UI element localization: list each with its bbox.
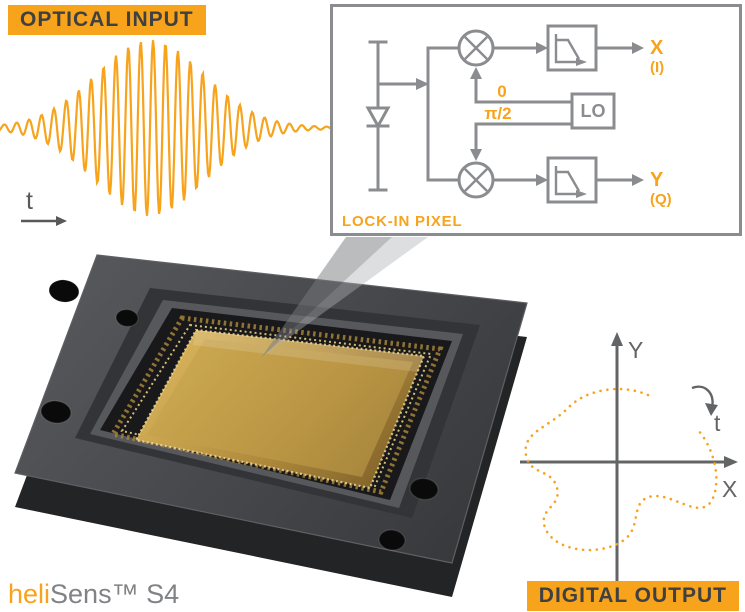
y-axis-label: Y: [628, 337, 643, 363]
bond-pads-outer: [109, 315, 444, 495]
mounting-hole: [409, 477, 439, 501]
wedge-light-facet: [261, 237, 428, 358]
mounting-hole: [40, 400, 72, 424]
digital-output-plot: Y X t: [520, 332, 738, 582]
arrowhead-icon: [470, 149, 482, 161]
output-i-label: (I): [650, 59, 664, 76]
callout-wedge: [261, 237, 428, 358]
die-pad-ring: [134, 328, 426, 490]
output-q-label: (Q): [650, 191, 672, 208]
arrowhead-icon: [536, 174, 548, 186]
bond-pads-inner: [120, 323, 433, 488]
digital-output-label: DIGITAL OUTPUT: [526, 581, 739, 611]
phase-0-label: 0: [497, 82, 506, 101]
die-active-area: [147, 339, 413, 477]
lo-label: LO: [581, 101, 606, 121]
die-highlight: [193, 330, 424, 372]
time-axis-label: t: [26, 187, 33, 215]
mounting-holes: [40, 279, 439, 551]
lock-in-pixel-title: LOCK-IN PIXEL: [342, 213, 462, 230]
x-axis: [520, 456, 738, 468]
arrowhead-icon: [632, 42, 644, 54]
time-direction-arrow-icon: [691, 385, 718, 416]
lo-box: [570, 92, 616, 130]
wave-path: [0, 40, 339, 216]
diagram-frame: [330, 4, 742, 236]
brand-prefix: heli: [8, 579, 51, 609]
optical-input-label: OPTICAL INPUT: [8, 5, 206, 35]
lock-in-pixel-diagram: LO 0 π/2 X (I) Y (Q) LOCK-IN PIXEL: [330, 4, 742, 236]
mounting-hole: [378, 529, 406, 551]
arrowhead-icon: [470, 67, 482, 79]
time-axis-arrow-icon: [21, 216, 67, 226]
mixer-i-icon: [457, 29, 495, 67]
signal-wiring: [376, 46, 459, 182]
sensor-chip-render: [14, 254, 528, 597]
optical-input-waveform: [0, 40, 339, 216]
phase-90-label: π/2: [484, 104, 511, 123]
mixer-q-icon: [457, 161, 495, 199]
arrowhead-icon: [632, 174, 644, 186]
x-axis-label: X: [722, 476, 737, 502]
mounting-hole: [115, 308, 139, 328]
arrowhead-icon: [416, 78, 429, 90]
output-y-label: Y: [650, 169, 664, 191]
waveform-time-axis: t: [20, 188, 70, 228]
brand-suffix: Sens™ S4: [50, 579, 180, 609]
trajectory-curve: [524, 387, 718, 552]
output-x-label: X: [650, 37, 664, 59]
wedge-dark-facet: [261, 237, 392, 358]
arrowhead-icon: [536, 42, 548, 54]
photodiode-icon: [365, 40, 391, 192]
product-name: heliSens™ S4: [8, 579, 179, 610]
mounting-hole: [48, 279, 80, 303]
trajectory-time-label: t: [714, 410, 721, 436]
lowpass-filter-q-icon: [546, 156, 598, 204]
local-oscillator: LO 0 π/2: [470, 67, 616, 161]
lowpass-filter-i-icon: [546, 24, 598, 72]
